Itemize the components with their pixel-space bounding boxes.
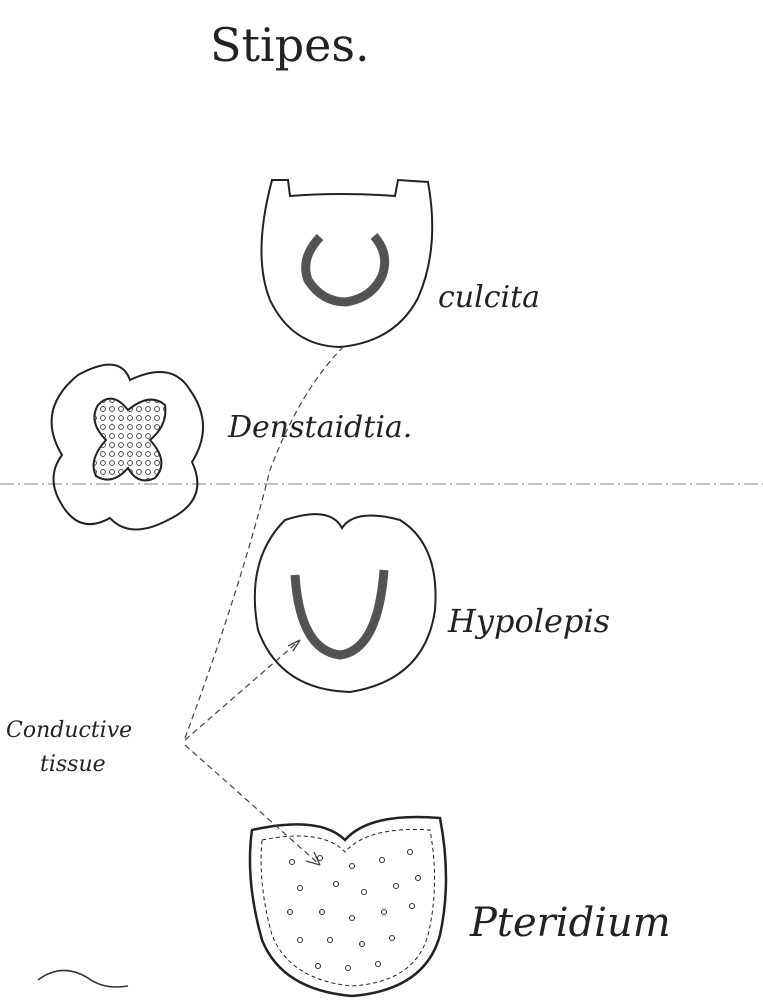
label-dennstaedtia: Denstaidtia. [228, 410, 412, 445]
label-tissue: tissue [40, 752, 106, 777]
page-title: Stipes. [210, 18, 370, 72]
label-culcita: culcita [438, 280, 540, 315]
label-conductive: Conductive [6, 718, 132, 743]
culcita-stipe-diagram [261, 180, 432, 347]
dennstaedtia-stipe-diagram [52, 365, 203, 530]
hypolepis-stipe-diagram [255, 514, 436, 692]
pteridium-stipe-diagram [250, 817, 446, 996]
label-hypolepis: Hypolepis [448, 602, 610, 640]
stray-squiggle [38, 970, 128, 987]
label-pteridium: Pteridium [470, 900, 671, 946]
